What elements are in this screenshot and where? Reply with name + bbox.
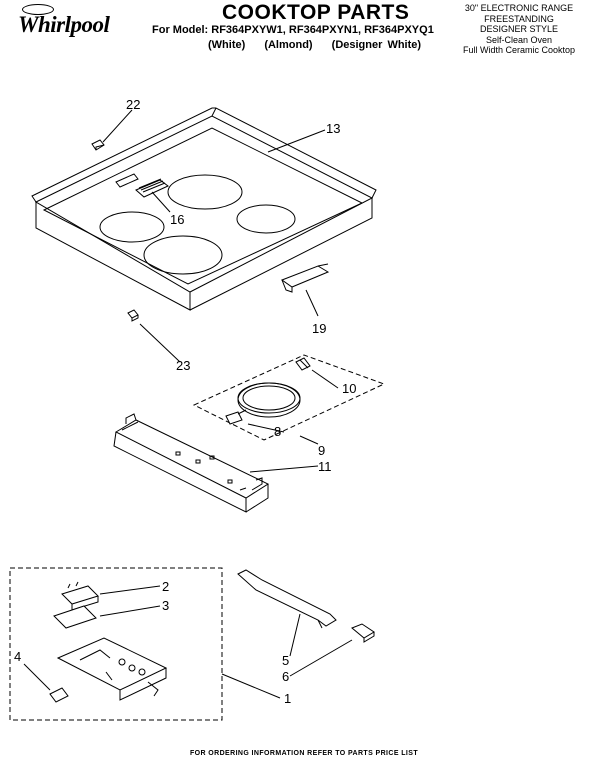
- insulator-part-3: [53, 605, 97, 629]
- callout-2: 2: [162, 579, 169, 594]
- callout-11: 11: [318, 459, 332, 474]
- desc-line: Self-Clean Oven: [485, 34, 553, 45]
- bracket-part-16: [135, 178, 169, 198]
- callout-9: 9: [318, 443, 325, 458]
- support-channel-part-11: [113, 413, 270, 513]
- whirlpool-logo: Whirlpool: [18, 4, 134, 42]
- page-title: COOKTOP PARTS: [222, 1, 410, 24]
- callout-16: 16: [170, 212, 184, 227]
- control-assembly-outline: [9, 567, 223, 721]
- model-list: For Model: RF364PXYW1, RF364PXYN1, RF364…: [152, 24, 434, 36]
- callout-3: 3: [162, 598, 169, 613]
- desc-line: 30" ELECTRONIC RANGE: [464, 3, 574, 13]
- color-white: (White): [208, 39, 246, 51]
- limiter-part-10: [295, 357, 311, 371]
- callout-1: 1: [284, 691, 291, 706]
- desc-line: DESIGNER STYLE: [479, 24, 559, 34]
- clip-part-22: [91, 139, 105, 151]
- desc-line: FREESTANDING: [484, 13, 554, 24]
- part-23: [127, 309, 139, 322]
- callout-6: 6: [282, 669, 289, 684]
- callout-4: 4: [14, 649, 21, 664]
- color-almond: (Almond): [264, 39, 313, 51]
- logo-wordmark: Whirlpool: [18, 12, 110, 37]
- callout-22: 22: [126, 97, 140, 112]
- cap-part-6: [351, 623, 375, 643]
- control-bracket-part: [56, 637, 168, 701]
- desc-line: Full Width Ceramic Cooktop: [462, 45, 576, 55]
- callout-5: 5: [282, 653, 289, 668]
- switch-part-2: [61, 581, 99, 611]
- part-4: [49, 687, 69, 703]
- callout-23: 23: [176, 358, 190, 373]
- color-designer-white: (Designer White): [331, 39, 422, 51]
- callout-labels: 22 13 16 19 23 10 8 9 11 2 3 4 5 6 1: [14, 97, 356, 706]
- logo-swirl-icon: [22, 4, 54, 15]
- product-description: 30" ELECTRONIC RANGE FREESTANDING DESIGN…: [434, 3, 604, 56]
- callout-8: 8: [274, 424, 281, 439]
- color-variants: (White) (Almond) (Designer White): [208, 39, 435, 51]
- element-assembly-outline: [192, 354, 386, 441]
- bracket-part-5: [237, 569, 337, 629]
- callout-10: 10: [342, 381, 356, 396]
- callout-13: 13: [326, 121, 340, 136]
- cooktop-glass-top: [31, 107, 377, 311]
- ordering-footer: FOR ORDERING INFORMATION REFER TO PARTS …: [189, 750, 419, 757]
- trim-part-19: [280, 263, 330, 293]
- surface-element-part-8: [225, 382, 301, 425]
- callout-19: 19: [312, 321, 326, 336]
- leader-lines: [23, 109, 353, 699]
